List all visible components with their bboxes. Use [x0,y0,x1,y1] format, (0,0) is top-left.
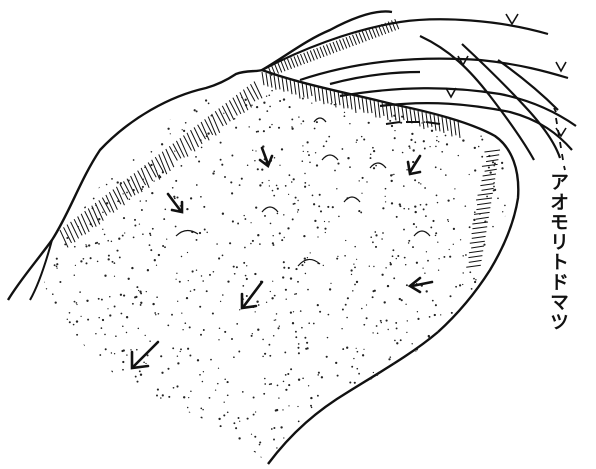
flow-arrow [242,282,262,308]
headwall-hachures [60,19,500,267]
flow-arrow [260,148,272,166]
flow-arrow [410,278,432,292]
dashed-rim [386,122,440,124]
snow-crescents [176,118,430,266]
slope-left-edge [30,240,52,300]
cirque-outline [8,12,392,300]
flow-arrow [132,342,158,368]
cirque-rim-lower [262,70,518,332]
slope-right-edge [268,332,438,464]
species-label: アオモリトドマツ [548,172,567,332]
snow-stipple [29,69,520,466]
flow-arrow [408,156,420,174]
